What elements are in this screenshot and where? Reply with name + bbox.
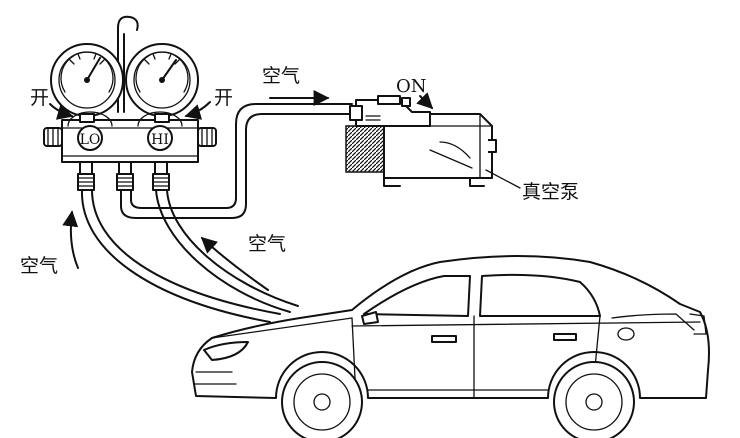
manifold-gauge-set: LO HI 开 开 <box>30 15 233 191</box>
on-arrow <box>416 92 434 110</box>
door-handle-front <box>431 335 457 343</box>
air-label-top: 空气 <box>262 65 300 87</box>
open-arrow-left <box>49 103 74 120</box>
pump-leader <box>485 169 521 189</box>
lo-gauge <box>50 43 124 123</box>
door-handle-rear <box>553 333 577 341</box>
car-window-rear <box>479 273 601 317</box>
air-label-left: 空气 <box>20 255 58 277</box>
car <box>191 255 710 438</box>
car-window-front <box>363 275 471 317</box>
front-wheel <box>281 361 363 438</box>
lo-fitting <box>77 161 95 191</box>
center-fitting <box>116 161 134 191</box>
open-arrow-right <box>184 101 211 120</box>
lo-label: LO <box>80 132 101 148</box>
hi-fitting <box>152 161 170 191</box>
air-label-middle: 空气 <box>248 233 286 255</box>
air-arrow-middle <box>200 236 269 291</box>
on-label: ON <box>396 76 427 97</box>
vacuum-pump: ON 真空泵 <box>345 76 579 203</box>
pump-handle <box>377 95 401 105</box>
air-arrow-left <box>62 210 79 269</box>
headlight <box>203 341 249 361</box>
lo-dial[interactable] <box>67 111 113 151</box>
hi-gauge <box>125 43 199 123</box>
lo-hose <box>80 189 271 323</box>
hanger-hook <box>117 15 139 113</box>
power-switch[interactable] <box>401 97 411 107</box>
pump-fitting <box>349 105 363 121</box>
vacuum-pump-label: 真空泵 <box>522 181 579 203</box>
open-label-right: 开 <box>214 87 233 109</box>
hi-dial[interactable] <box>137 111 183 151</box>
open-label-left: 开 <box>30 87 49 109</box>
hi-label: HI <box>151 132 169 148</box>
pump-hose <box>120 113 353 219</box>
hoses <box>80 103 353 323</box>
rear-wheel <box>553 361 635 438</box>
pump-motor-fins <box>345 125 385 173</box>
